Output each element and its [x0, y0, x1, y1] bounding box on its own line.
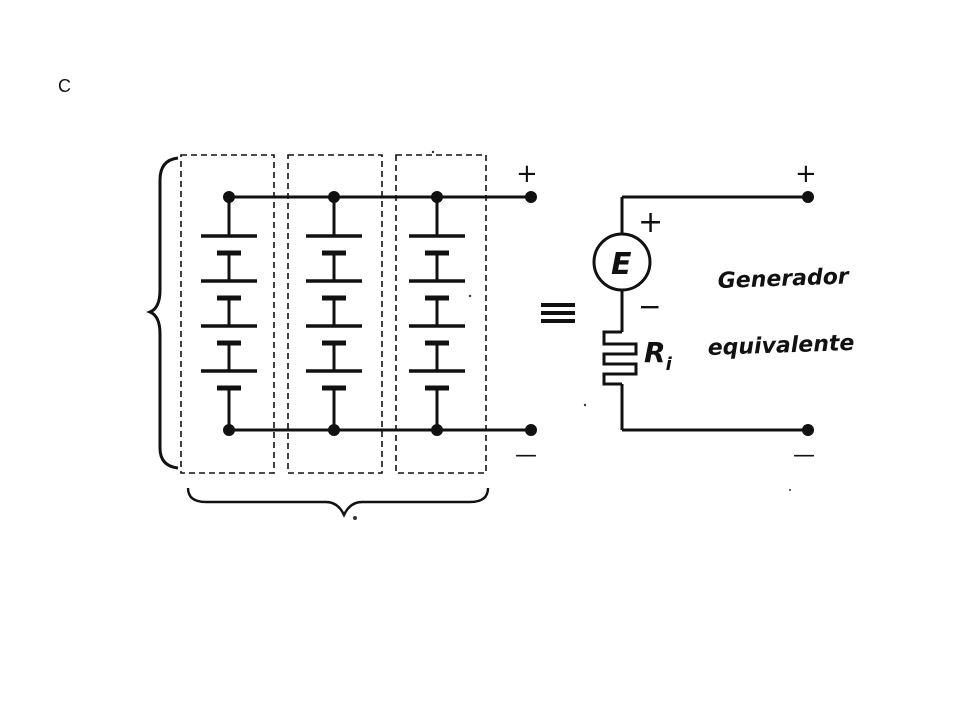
battery-group-box-2 [287, 154, 383, 474]
bottom-brace [186, 487, 490, 518]
caption-line-1: Generador [717, 264, 850, 294]
speck [468, 294, 472, 298]
caption-line-2: equivalente [707, 331, 854, 361]
source-minus-sign: − [638, 290, 661, 323]
emf-label: E [611, 247, 632, 282]
right-minus-terminal [802, 424, 814, 436]
left-plus-terminal [525, 191, 537, 203]
left-plus-sign: + [516, 159, 538, 189]
battery-stacks [201, 191, 465, 436]
left-minus-sign: — [515, 443, 537, 468]
speck [431, 150, 435, 154]
resistor-icon [602, 330, 638, 386]
right-plus-sign: + [795, 159, 817, 189]
speck [789, 489, 791, 491]
slide-letter: C [58, 76, 71, 96]
battery-groups [180, 154, 487, 474]
resistor-label: Ri [644, 336, 673, 375]
left-minus-terminal [525, 424, 537, 436]
source-plus-sign: + [638, 205, 663, 240]
speck [583, 403, 587, 407]
right-minus-sign: — [793, 443, 815, 468]
equivalence-symbol [541, 303, 575, 323]
battery-group-box-1 [180, 154, 275, 474]
speck [353, 516, 357, 520]
left-brace [145, 156, 179, 470]
battery-group-box-3 [395, 154, 487, 474]
right-plus-terminal [802, 191, 814, 203]
